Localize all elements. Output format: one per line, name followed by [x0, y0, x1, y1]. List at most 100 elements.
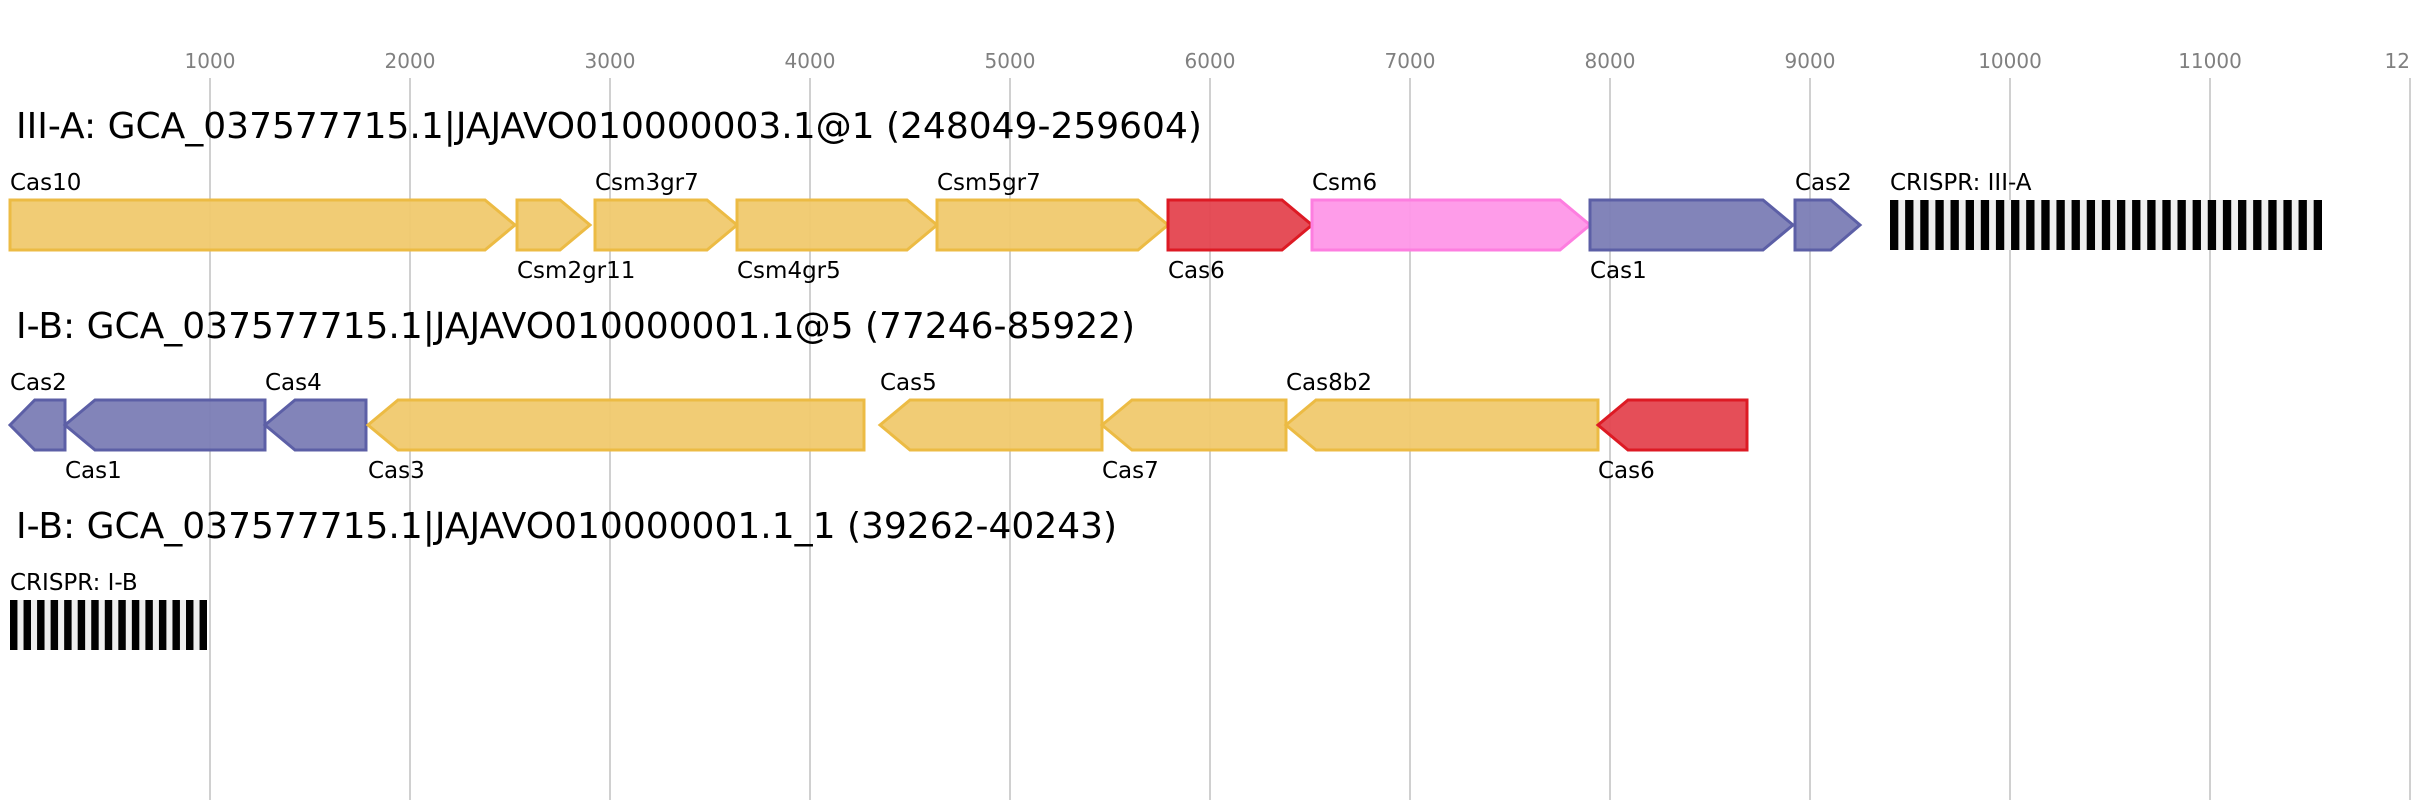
- crispr-repeat: [2192, 200, 2201, 250]
- gene-arrow: [735, 198, 940, 252]
- gene-csm3gr7: Csm3gr7: [593, 170, 740, 252]
- gene-cas2: Cas2: [7, 370, 67, 452]
- gene-cas1: Cas1: [62, 398, 267, 484]
- feature-label: Cas2: [10, 370, 67, 396]
- feature-label: Cas8b2: [1286, 370, 1372, 396]
- crispr-repeat: [2026, 200, 2035, 250]
- track-3: I-B: GCA_037577715.1|JAJAVO010000001.1_1…: [10, 506, 1117, 650]
- gene-csm5gr7: Csm5gr7: [935, 170, 1171, 252]
- tick-label: 6000: [1185, 49, 1236, 73]
- crispr-repeat: [1890, 200, 1899, 250]
- tick-label: 10000: [1978, 49, 2042, 73]
- crispr-repeat: [50, 600, 59, 650]
- crispr-repeat: [2041, 200, 2050, 250]
- crispr-repeat: [23, 600, 31, 650]
- gene-arrow: [1793, 198, 1863, 252]
- feature-label: Csm6: [1312, 170, 1377, 196]
- gene-cas8b2: Cas8b2: [1283, 370, 1600, 452]
- gene-cas7: Cas7: [1099, 398, 1288, 484]
- crispr-repeat: [104, 600, 113, 650]
- feature-label: Cas2: [1795, 170, 1852, 196]
- crispr-repeat: [199, 600, 207, 650]
- gene-cas6: Cas6: [1166, 198, 1315, 284]
- gene-csm2gr11: Csm2gr11: [515, 198, 635, 284]
- crispr-repeat: [1950, 200, 1959, 250]
- track-2: I-B: GCA_037577715.1|JAJAVO010000001.1@5…: [7, 306, 1749, 484]
- track-title: III-A: GCA_037577715.1|JAJAVO010000003.1…: [16, 106, 1202, 147]
- gene-cas2: Cas2: [1793, 170, 1863, 252]
- gene-arrow: [1588, 198, 1796, 252]
- crispr-repeat: [2222, 200, 2232, 250]
- feature-label: CRISPR: III-A: [1890, 170, 2032, 196]
- crispr-repeat: [2177, 200, 2186, 250]
- feature-label: Csm4gr5: [737, 258, 841, 284]
- crispr-repeat: [2056, 200, 2065, 250]
- gene-cas5: Cas5: [877, 370, 1104, 452]
- crispr-repeat: [1935, 200, 1944, 250]
- crispr-repeat: [2116, 200, 2126, 250]
- crispr-repeat: [2283, 200, 2292, 250]
- track-title: I-B: GCA_037577715.1|JAJAVO010000001.1_1…: [16, 506, 1117, 547]
- gene-arrow: [365, 398, 866, 452]
- crispr-repeat: [186, 600, 194, 650]
- crispr-repeat: [158, 600, 167, 650]
- feature-label: Cas4: [265, 370, 322, 396]
- crispr-repeat: [145, 600, 153, 650]
- crispr-repeat: [2207, 200, 2217, 250]
- crispr-repeat: [2101, 200, 2111, 250]
- gene-arrow: [1595, 398, 1749, 452]
- tick-label: 8000: [1585, 49, 1636, 73]
- tracks: III-A: GCA_037577715.1|JAJAVO010000003.1…: [7, 106, 2322, 650]
- feature-label: Cas6: [1168, 258, 1225, 284]
- crispr-repeat: [2132, 200, 2141, 250]
- gene-arrow: [1166, 198, 1315, 252]
- crispr-repeat: [2147, 200, 2156, 250]
- feature-label: Cas10: [10, 170, 81, 196]
- gene-cas3: Cas3: [365, 398, 866, 484]
- crispr-repeat: [1980, 200, 1990, 250]
- tick-label: 3000: [585, 49, 636, 73]
- feature-label: Cas1: [1590, 258, 1647, 284]
- crispr-repeat: [118, 600, 126, 650]
- feature-label: CRISPR: I-B: [10, 570, 138, 596]
- crispr-repeat: [2238, 200, 2247, 250]
- crispr-repeat: [2011, 200, 2020, 250]
- crispr-repeat: [1920, 200, 1929, 250]
- gene-arrow: [1310, 198, 1593, 252]
- tick-label: 2000: [385, 49, 436, 73]
- gene-csm6: Csm6: [1310, 170, 1593, 252]
- feature-label: Csm3gr7: [595, 170, 699, 196]
- tick-label: 11000: [2178, 49, 2242, 73]
- tick-label: 7000: [1385, 49, 1436, 73]
- gene-arrow: [515, 198, 593, 252]
- gene-arrow: [262, 398, 368, 452]
- tick-label: 5000: [985, 49, 1036, 73]
- feature-label: Csm5gr7: [937, 170, 1041, 196]
- track-title: I-B: GCA_037577715.1|JAJAVO010000001.1@5…: [16, 306, 1135, 347]
- track-1: III-A: GCA_037577715.1|JAJAVO010000003.1…: [8, 106, 2322, 284]
- crispr-repeat: [2071, 200, 2080, 250]
- feature-label: Cas5: [880, 370, 937, 396]
- tick-label: 1000: [185, 49, 236, 73]
- gene-arrow: [593, 198, 740, 252]
- crispr-repeat: [77, 600, 86, 650]
- crispr-repeat: [172, 600, 180, 650]
- tick-label: 9000: [1785, 49, 1836, 73]
- crispr-repeat: [2313, 200, 2322, 250]
- crispr-repeat: [2086, 200, 2096, 250]
- tick-label: 4000: [785, 49, 836, 73]
- feature-label: Cas3: [368, 458, 425, 484]
- crispr-repeat: [2162, 200, 2171, 250]
- tick-label: 1200: [2385, 49, 2411, 73]
- feature-label: Cas7: [1102, 458, 1159, 484]
- crispr-repeat: [2253, 200, 2262, 250]
- gene-cas4: Cas4: [262, 370, 368, 452]
- gene-csm4gr5: Csm4gr5: [735, 198, 940, 284]
- crispr-repeat: [2268, 200, 2277, 250]
- gene-arrow: [7, 398, 67, 452]
- gene-cas6: Cas6: [1595, 398, 1749, 484]
- crispr-repeat: [91, 600, 99, 650]
- gene-cas10: Cas10: [8, 170, 518, 252]
- crispr-array: CRISPR: III-A: [1890, 170, 2322, 250]
